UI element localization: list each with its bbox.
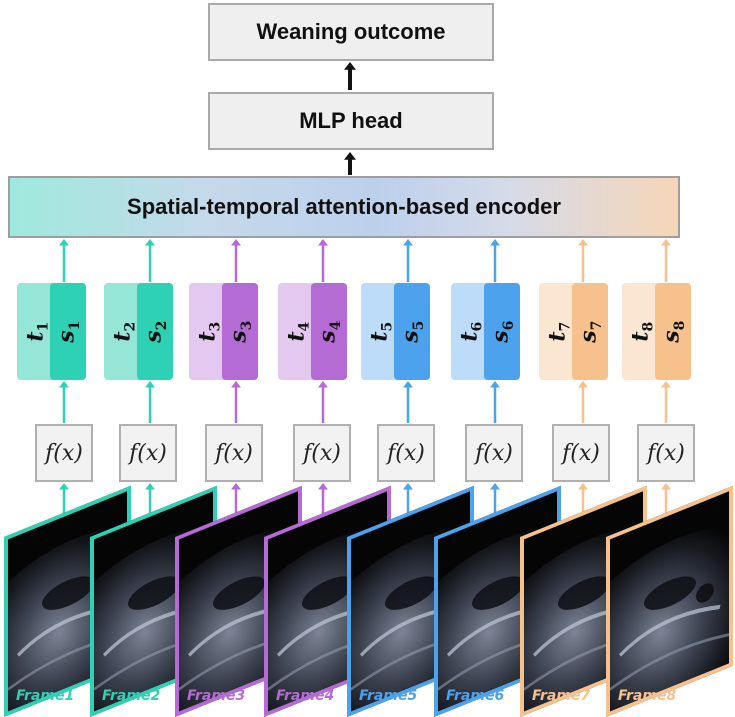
- feature-extractor-3: f(x): [205, 424, 263, 482]
- fx-arrow-8-head: [661, 381, 671, 388]
- frame-label-2: Frame2: [102, 688, 161, 704]
- frame-label-4: Frame4: [276, 688, 335, 704]
- token-arrow-8-head: [661, 239, 671, 246]
- frame-label-5: Frame5: [359, 688, 418, 704]
- fx-arrow-2-head: [145, 381, 155, 388]
- temporal-token-label: t7: [544, 321, 574, 342]
- encoder-box: Spatial-temporal attention-based encoder: [8, 176, 680, 238]
- temporal-token-label: t1: [22, 321, 52, 342]
- frame-label-8: Frame8: [618, 688, 677, 704]
- spatial-token-2: s2: [137, 283, 173, 380]
- mlp-head-label: MLP head: [299, 108, 403, 133]
- mlp-head-box: MLP head: [208, 92, 494, 150]
- spatial-token-label: s2: [140, 320, 170, 343]
- spatial-token-label: s3: [225, 320, 255, 343]
- spatial-token-label: s6: [487, 320, 517, 343]
- frame-arrow-4-head: [318, 483, 328, 490]
- frame-arrow-8-head: [661, 483, 671, 490]
- token-arrow-6-head: [490, 239, 500, 246]
- encoder-label: Spatial-temporal attention-based encoder: [127, 194, 561, 219]
- feature-extractor-8: f(x): [637, 424, 695, 482]
- weaning-outcome-box: Weaning outcome: [208, 3, 494, 61]
- feature-extractor-4: f(x): [293, 424, 351, 482]
- spatial-token-label: s5: [397, 320, 427, 343]
- feature-extractor-5: f(x): [377, 424, 435, 482]
- spatial-token-label: s4: [314, 320, 344, 343]
- token-arrow-4-head: [318, 239, 328, 246]
- token-arrow-5-head: [403, 239, 413, 246]
- frame-arrow-1-head: [59, 483, 69, 490]
- frame-arrow-6-head: [490, 483, 500, 490]
- mlp-to-outcome-arrow-head: [344, 62, 356, 70]
- fx-arrow-5-head: [403, 381, 413, 388]
- token-arrow-7-head: [578, 239, 588, 246]
- fx-arrow-4-head: [318, 381, 328, 388]
- fx-arrow-3-head: [231, 381, 241, 388]
- feature-extractor-1: f(x): [35, 424, 93, 482]
- token-arrow-2-head: [145, 239, 155, 246]
- frame-label-3: Frame3: [187, 688, 246, 704]
- frame-arrow-7-head: [578, 483, 588, 490]
- frame-label-1: Frame1: [16, 688, 75, 704]
- feature-extractor-2: f(x): [119, 424, 177, 482]
- fx-arrow-1-head: [59, 381, 69, 388]
- frame-arrow-5-head: [403, 483, 413, 490]
- fx-arrow-7-head: [578, 381, 588, 388]
- temporal-token-label: t6: [456, 321, 486, 342]
- spatial-token-label: s1: [53, 320, 83, 343]
- spatial-token-5: s5: [394, 283, 430, 380]
- spatial-token-8: s8: [655, 283, 691, 380]
- token-arrow-1-head: [59, 239, 69, 246]
- encoder-to-mlp-arrow-head: [344, 152, 356, 160]
- spatial-token-1: s1: [50, 283, 86, 380]
- fx-arrow-6-head: [490, 381, 500, 388]
- spatial-token-6: s6: [484, 283, 520, 380]
- frame-arrow-3-head: [231, 483, 241, 490]
- spatial-token-7: s7: [572, 283, 608, 380]
- spatial-token-4: s4: [311, 283, 347, 380]
- spatial-token-label: s7: [575, 320, 605, 343]
- temporal-token-label: t5: [366, 321, 396, 342]
- temporal-token-label: t3: [194, 321, 224, 342]
- feature-extractor-7: f(x): [552, 424, 610, 482]
- token-arrow-3-head: [231, 239, 241, 246]
- temporal-token-label: t8: [627, 321, 657, 342]
- frame-label-7: Frame7: [532, 688, 591, 704]
- spatial-token-label: s8: [658, 320, 688, 343]
- spatial-token-3: s3: [222, 283, 258, 380]
- feature-extractor-6: f(x): [465, 424, 523, 482]
- temporal-token-label: t2: [109, 321, 139, 342]
- weaning-outcome-label: Weaning outcome: [256, 19, 446, 44]
- frame-arrow-2-head: [145, 483, 155, 490]
- frame-label-6: Frame6: [446, 688, 505, 704]
- temporal-token-label: t4: [283, 321, 313, 342]
